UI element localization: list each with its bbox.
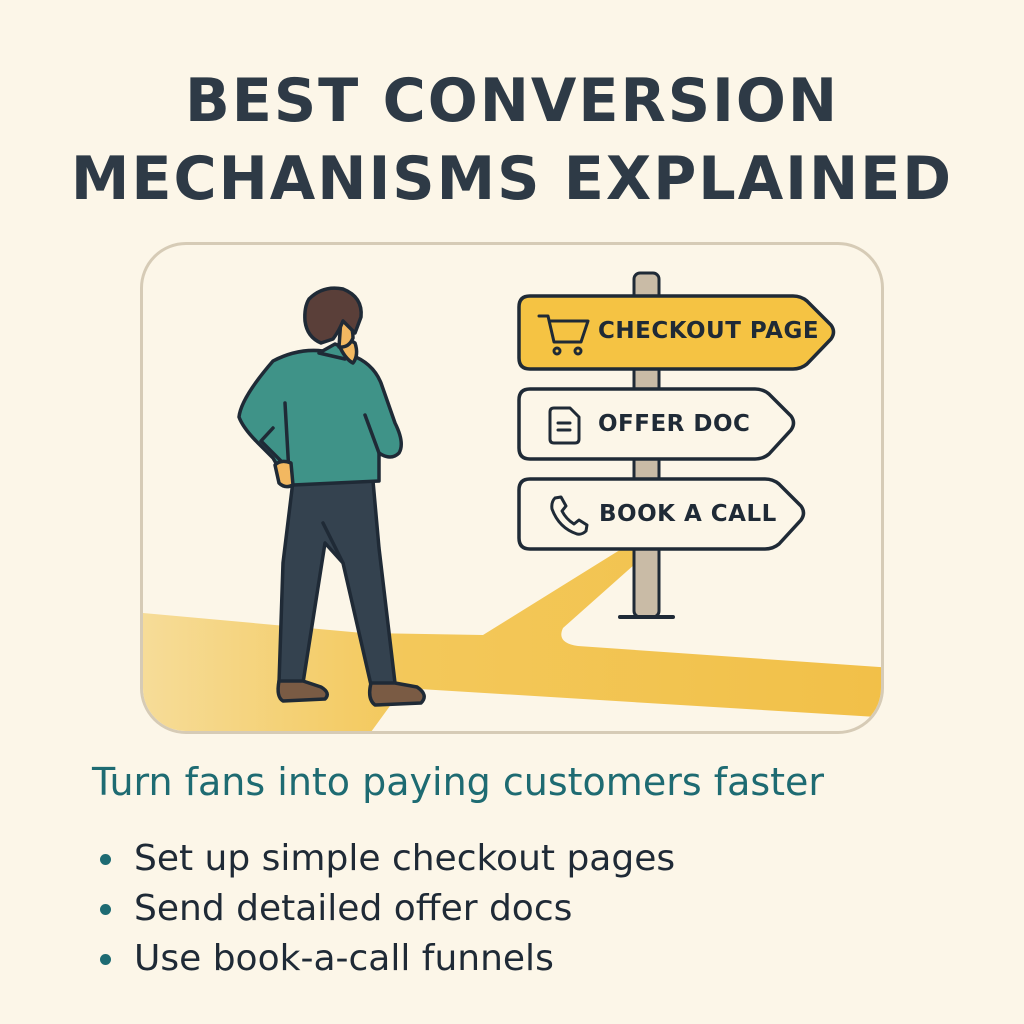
sign-label-book-call: BOOK A CALL [599, 501, 777, 527]
bullet-item: Set up simple checkout pages [96, 834, 675, 884]
title-line-1: BEST CONVERSION [184, 66, 840, 136]
subtitle: Turn fans into paying customers faster [92, 760, 825, 804]
bullet-dot-icon [100, 954, 111, 965]
bullet-list: Set up simple checkout pages Send detail… [96, 834, 675, 984]
sign-offer-doc [517, 387, 796, 461]
person-figure [237, 286, 426, 707]
road-path [143, 548, 881, 731]
crossroads-illustration [143, 271, 881, 731]
bullet-item: Use book-a-call funnels [96, 934, 675, 984]
title-line-2: MECHANISMS EXPLAINED [70, 144, 954, 214]
sign-book-a-call [517, 477, 806, 551]
bullet-dot-icon [100, 904, 111, 915]
phone-icon [550, 495, 589, 536]
sign-label-checkout: CHECKOUT PAGE [598, 318, 820, 344]
document-icon [548, 406, 581, 445]
bullet-dot-icon [100, 854, 111, 865]
shopping-cart-icon [537, 314, 590, 356]
bullet-text: Use book-a-call funnels [134, 938, 554, 979]
bullet-text: Set up simple checkout pages [134, 838, 676, 879]
page-title: BEST CONVERSION MECHANISMS EXPLAINED [10, 62, 1014, 218]
sign-checkout-page [517, 294, 836, 371]
bullet-text: Send detailed offer docs [134, 888, 573, 929]
bullet-item: Send detailed offer docs [96, 884, 675, 934]
sign-label-offer-doc: OFFER DOC [598, 411, 751, 437]
illustration-panel: CHECKOUT PAGE OFFER DOC BOOK A CALL [140, 242, 884, 734]
